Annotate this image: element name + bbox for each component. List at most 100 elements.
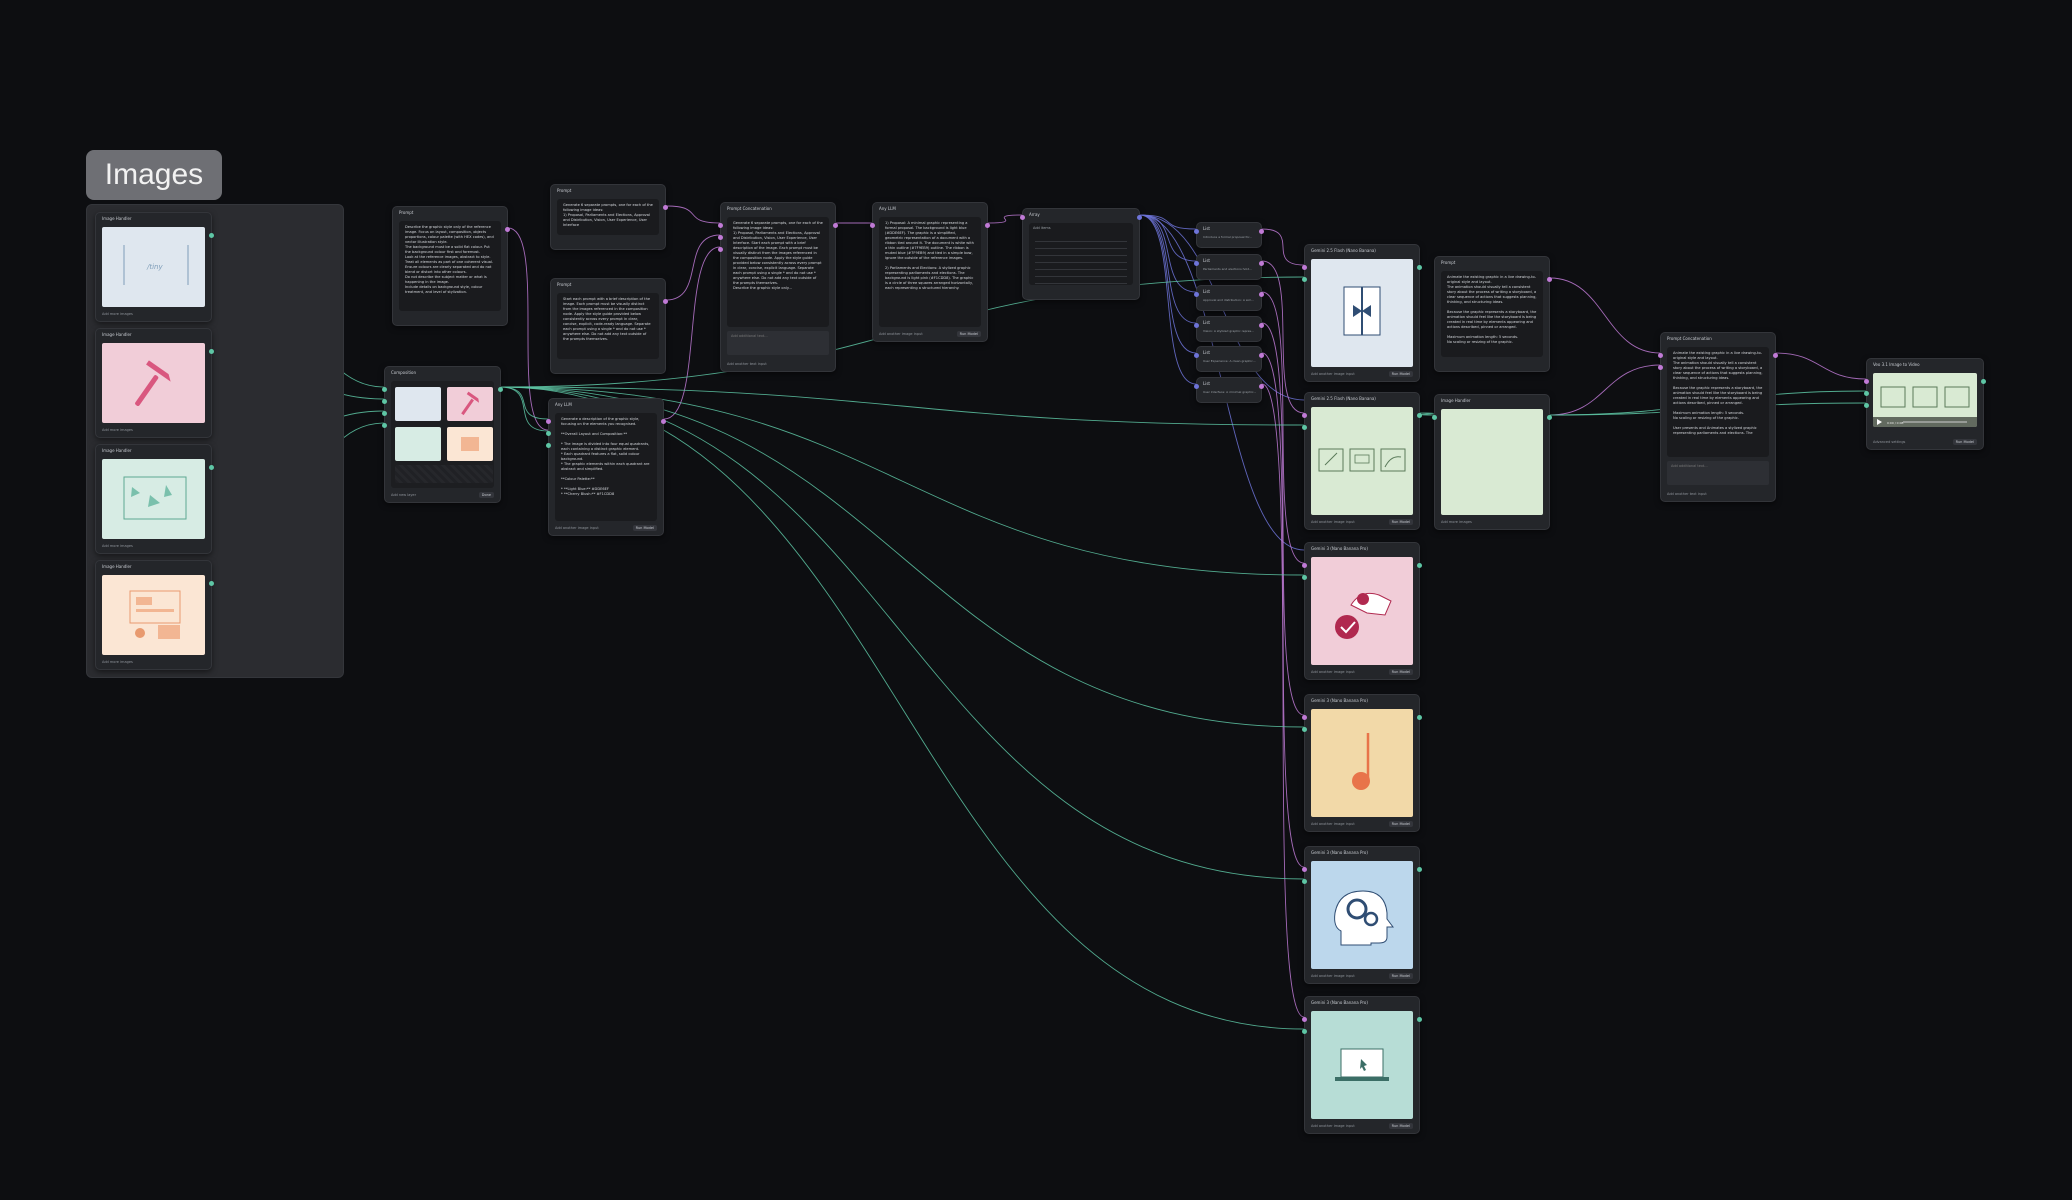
- image-output-port[interactable]: [498, 387, 503, 392]
- layer-thumb-interface[interactable]: [447, 427, 493, 461]
- text-input-port[interactable]: [870, 223, 875, 228]
- list-item-node[interactable]: List Introduce a formal proposal for...: [1194, 222, 1264, 248]
- add-image-input-link[interactable]: Add another image input: [1311, 670, 1355, 674]
- prompt-text[interactable]: Start each prompt with a brief descripti…: [563, 297, 651, 341]
- layer-thumb-proposal[interactable]: [395, 387, 441, 421]
- any-llm-prompts-node[interactable]: Any LLM 1) Proposal: A minimal graphic r…: [870, 202, 990, 342]
- add-image-input-link[interactable]: Add another image input: [1311, 372, 1355, 376]
- text-output-port[interactable]: [985, 223, 990, 228]
- image-output-port[interactable]: [1417, 265, 1422, 270]
- run-model-button[interactable]: Run Model: [1388, 973, 1413, 979]
- image-output-port[interactable]: [209, 233, 214, 238]
- image-thumbnail-interface[interactable]: [102, 575, 205, 655]
- run-model-button[interactable]: Run Model: [1388, 1123, 1413, 1129]
- image-handler-node[interactable]: Image Handler /tiny Add more images: [95, 212, 214, 322]
- add-image-input-link[interactable]: Add another image input: [1311, 974, 1355, 978]
- text-input-port[interactable]: [718, 223, 723, 228]
- add-images-link[interactable]: Add more images: [102, 312, 133, 316]
- image-output-port[interactable]: [1417, 1017, 1422, 1022]
- add-text-input-link[interactable]: Add another text input: [727, 362, 767, 366]
- prompt-input-port[interactable]: [1302, 265, 1307, 270]
- video-gen-node[interactable]: Veo 3.1 Image to Video 0:00 / 0:08 Advan…: [1864, 358, 1986, 450]
- generated-image-proposal[interactable]: [1311, 259, 1413, 367]
- prompt-input-port[interactable]: [1302, 867, 1307, 872]
- add-image-input-link[interactable]: Add another image input: [555, 526, 599, 530]
- image-input-port[interactable]: [382, 423, 387, 428]
- text-input-port[interactable]: [546, 419, 551, 424]
- run-model-button[interactable]: Run Model: [956, 331, 981, 337]
- list-input-port[interactable]: [1194, 292, 1199, 297]
- run-model-button[interactable]: Run Model: [1388, 371, 1413, 377]
- prompt-input-port[interactable]: [1864, 379, 1869, 384]
- add-image-input-link[interactable]: Add another image input: [1311, 822, 1355, 826]
- text-output-port[interactable]: [1773, 353, 1778, 358]
- image-input-port[interactable]: [1432, 415, 1437, 420]
- list-item-node[interactable]: List Parliaments and elections hold...: [1194, 254, 1264, 280]
- text-output-port[interactable]: [505, 227, 510, 232]
- image-gen-node[interactable]: Gemini 2.5 Flash (Nano Banana) Add anoth…: [1302, 244, 1422, 382]
- add-layer-link[interactable]: Add new layer: [391, 493, 417, 497]
- text-input-port[interactable]: [1658, 365, 1663, 370]
- image-output-port[interactable]: [1417, 867, 1422, 872]
- list-item-node[interactable]: List User Interface: A minimal graphic..…: [1194, 377, 1264, 403]
- add-image-input-link[interactable]: Add another image input: [1311, 520, 1355, 524]
- add-images-link[interactable]: Add more images: [102, 544, 133, 548]
- image-output-port[interactable]: [1417, 413, 1422, 418]
- generated-image-interface[interactable]: [1311, 1011, 1413, 1119]
- image-handler-node[interactable]: Image Handler Add more images: [95, 444, 214, 554]
- prompt-text[interactable]: Describe the graphic style only of the r…: [405, 225, 494, 294]
- prompt-input-port[interactable]: [1302, 1017, 1307, 1022]
- text-output-port[interactable]: [1259, 261, 1264, 266]
- prompt-input-port[interactable]: [1302, 413, 1307, 418]
- array-node[interactable]: Array Add items: [1020, 208, 1142, 300]
- image-output-port[interactable]: [1417, 715, 1422, 720]
- list-output-port[interactable]: [1137, 215, 1142, 220]
- run-model-button[interactable]: Run Model: [1952, 439, 1977, 445]
- text-output-port[interactable]: [1259, 292, 1264, 297]
- images-group-title[interactable]: Images: [86, 150, 222, 200]
- run-model-button[interactable]: Run Model: [1388, 519, 1413, 525]
- text-output-port[interactable]: [663, 299, 668, 304]
- text-output-port[interactable]: [1259, 229, 1264, 234]
- list-item-node[interactable]: List Approval and distribution: A sim...: [1194, 285, 1264, 311]
- text-output-port[interactable]: [661, 419, 666, 424]
- video-output-port[interactable]: [1981, 379, 1986, 384]
- image-thumbnail-proposal[interactable]: /tiny: [102, 227, 205, 307]
- prompt-concatenation-node[interactable]: Prompt Concatenation Generate 6 separate…: [718, 202, 838, 372]
- image-input-port[interactable]: [382, 399, 387, 404]
- prompt-input-port[interactable]: [1302, 563, 1307, 568]
- additional-text-input[interactable]: Add additional text...: [727, 331, 829, 355]
- image-input-port[interactable]: [546, 443, 551, 448]
- list-item-node[interactable]: List User Experience: A clean graphic...: [1194, 346, 1264, 372]
- image-handler-node[interactable]: Image Handler Add more images: [1432, 394, 1552, 530]
- prompt-text[interactable]: Generate 6 separate prompts, one for eac…: [563, 203, 653, 227]
- text-output-port[interactable]: [833, 223, 838, 228]
- image-input-port[interactable]: [1302, 1029, 1307, 1034]
- prompt-concatenation-node[interactable]: Prompt Concatenation Animate the existin…: [1658, 332, 1778, 502]
- list-input-port[interactable]: [1194, 384, 1199, 389]
- any-llm-style-node[interactable]: Any LLM Generate a description of the gr…: [546, 398, 666, 536]
- image-thumbnail-selected[interactable]: [1441, 409, 1543, 515]
- generated-image-approval[interactable]: [1311, 557, 1413, 665]
- add-images-link[interactable]: Add more images: [102, 428, 133, 432]
- image-input-port[interactable]: [1864, 391, 1869, 396]
- list-input-port[interactable]: [1194, 261, 1199, 266]
- image-gen-node[interactable]: Gemini 3 (Nano Banana Pro) Add another i…: [1302, 846, 1422, 984]
- text-output-port[interactable]: [1547, 277, 1552, 282]
- list-input-port[interactable]: [1194, 323, 1199, 328]
- image-input-port[interactable]: [1302, 277, 1307, 282]
- image-thumbnail-map[interactable]: [102, 459, 205, 539]
- text-input-port[interactable]: [1658, 353, 1663, 358]
- image-gen-node[interactable]: Gemini 2.5 Flash (Nano Banana) Add anoth…: [1302, 392, 1422, 530]
- add-image-input-link[interactable]: Add another image input: [1311, 1124, 1355, 1128]
- run-model-button[interactable]: Run Model: [632, 525, 657, 531]
- image-input-port[interactable]: [382, 411, 387, 416]
- text-output-port[interactable]: [1259, 323, 1264, 328]
- image-output-port[interactable]: [1417, 563, 1422, 568]
- layer-thumb-map[interactable]: [395, 427, 441, 461]
- image-input-port[interactable]: [1302, 575, 1307, 580]
- run-model-button[interactable]: Run Model: [1388, 821, 1413, 827]
- image-input-port[interactable]: [1302, 425, 1307, 430]
- prompt-text[interactable]: Animate the existing graphic in a live d…: [1447, 275, 1537, 344]
